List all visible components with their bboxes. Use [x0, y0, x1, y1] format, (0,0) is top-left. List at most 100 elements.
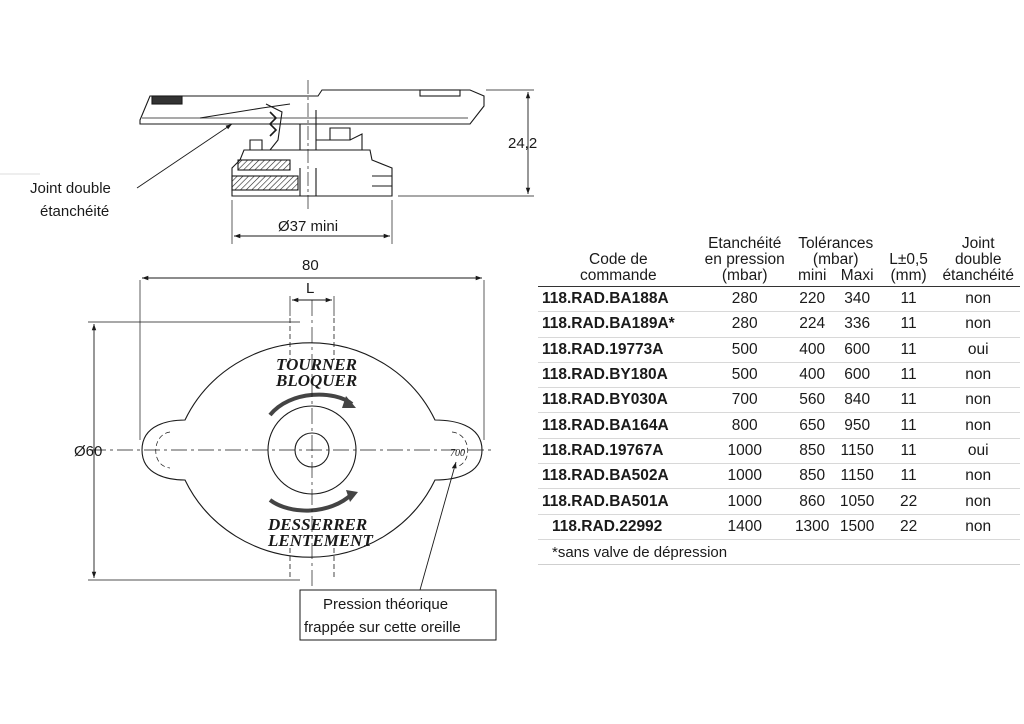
cell-code: 118.RAD.BA189A* [538, 311, 699, 338]
l-dimension: L [306, 280, 314, 297]
header-joint: Joint double étanchéité [936, 236, 1020, 287]
cell-joint: non [936, 362, 1020, 389]
header-tolerance-line2: (mbar) [812, 251, 859, 268]
cell-min: 860 [790, 488, 834, 515]
cell-length: 11 [880, 311, 937, 338]
table-row: 118.RAD.BY180A 500 400 600 11 non [538, 362, 1020, 389]
cell-max: 840 [833, 387, 881, 414]
cell-length: 11 [880, 286, 937, 313]
table-row: 118.RAD.BA189A* 280 224 336 11 non [538, 311, 1020, 338]
cell-joint: non [936, 463, 1020, 490]
ear-pressure-stamp: 700 [450, 448, 465, 459]
table-row: 118.RAD.19767A 1000 850 1150 11 oui [538, 438, 1020, 465]
side-view [0, 80, 534, 244]
cell-length: 22 [880, 514, 937, 540]
cap-text-lock: BLOQUER [275, 371, 357, 390]
cell-length: 11 [880, 362, 937, 389]
cell-max: 1500 [833, 514, 881, 540]
specification-table: Code de commande Etanchéité en pression … [538, 236, 1020, 566]
cell-min: 650 [790, 412, 834, 439]
cell-pressure: 280 [698, 286, 791, 313]
cell-pressure: 1000 [698, 463, 791, 490]
callout-line1: Pression théorique [323, 596, 448, 613]
cell-pressure: 1000 [698, 488, 791, 515]
cell-code: 118.RAD.19767A [538, 438, 699, 465]
cell-code: 118.RAD.BY030A [538, 387, 699, 414]
header-code: Code de commande [538, 236, 699, 287]
table-row: 118.RAD.BA501A 1000 860 1050 22 non [538, 488, 1020, 515]
cell-joint: non [936, 514, 1020, 540]
joint-label-line2: étanchéité [40, 203, 109, 220]
cell-joint: oui [936, 438, 1020, 465]
header-tolerance: Tolérances (mbar) [791, 236, 881, 268]
cell-max: 1150 [833, 438, 881, 465]
cell-joint: non [936, 412, 1020, 439]
header-length-line1: L±0,5 [889, 251, 928, 268]
table-footnote-row: *sans valve de dépression [538, 539, 1020, 566]
header-code-line2: commande [579, 267, 657, 284]
cell-length: 11 [880, 438, 937, 465]
cell-pressure: 700 [698, 387, 791, 414]
header-pressure: Etanchéité en pression (mbar) [698, 235, 791, 287]
cell-min: 220 [790, 286, 834, 313]
cell-length: 11 [880, 337, 937, 363]
table-row: 118.RAD.BA164A 800 650 950 11 non [538, 412, 1020, 439]
joint-label-line1: Joint double [30, 180, 111, 197]
cap-text-slowly: LENTEMENT [267, 531, 373, 550]
cell-pressure: 500 [698, 337, 791, 363]
cell-code: 118.RAD.BY180A [538, 362, 699, 389]
cell-joint: non [936, 387, 1020, 414]
cell-min: 224 [790, 311, 834, 338]
cell-max: 950 [833, 412, 881, 439]
cell-max: 600 [833, 337, 881, 363]
cell-pressure: 800 [698, 412, 791, 439]
cell-max: 336 [833, 311, 881, 338]
header-joint-line3: étanchéité [942, 267, 1014, 284]
header-tol-max: Maxi [833, 268, 881, 287]
cell-code: 118.RAD.BA164A [538, 412, 699, 439]
cell-min: 850 [790, 463, 834, 490]
cap-text-turn: TOURNER [276, 355, 357, 374]
header-length-line2: (mm) [890, 267, 927, 284]
table-footnote: *sans valve de dépression [538, 539, 1020, 566]
header-length: L±0,5 (mm) [880, 236, 937, 287]
cell-code: 118.RAD.BA501A [538, 488, 699, 515]
table-row: 118.RAD.BA188A 280 220 340 11 non [538, 286, 1020, 313]
header-tol-min: mini [790, 268, 834, 287]
cell-code: 118.RAD.22992 [538, 514, 699, 540]
header-tolerance-line1: Tolérances [798, 235, 874, 252]
header-pressure-line2: en pression [704, 251, 785, 268]
cell-min: 850 [790, 438, 834, 465]
cell-min: 1300 [790, 514, 834, 540]
top-view [88, 275, 497, 641]
cell-length: 11 [880, 463, 937, 490]
cell-max: 340 [833, 286, 881, 313]
cell-code: 118.RAD.19773A [538, 337, 699, 363]
cell-code: 118.RAD.BA502A [538, 463, 699, 490]
cell-code: 118.RAD.BA188A [538, 286, 699, 313]
cell-pressure: 1400 [698, 514, 791, 540]
cell-joint: non [936, 311, 1020, 338]
cell-min: 400 [790, 337, 834, 363]
cell-length: 11 [880, 412, 937, 439]
cell-max: 1050 [833, 488, 881, 515]
cap-text-loosen: DESSERRER [267, 515, 367, 534]
cell-joint: non [936, 488, 1020, 515]
height-dimension: 24,2 [508, 135, 537, 152]
cell-length: 22 [880, 488, 937, 515]
cell-length: 11 [880, 387, 937, 414]
width-dimension: 80 [302, 257, 319, 274]
table-subheader-row: mini Maxi [538, 268, 1020, 287]
table-header-row: Code de commande Etanchéité en pression … [538, 236, 1020, 287]
table-row: 118.RAD.22992 1400 1300 1500 22 non [538, 514, 1020, 540]
cell-min: 400 [790, 362, 834, 389]
cell-pressure: 280 [698, 311, 791, 338]
cell-max: 1150 [833, 463, 881, 490]
header-pressure-line1: Etanchéité [708, 235, 782, 252]
callout-line2: frappée sur cette oreille [304, 619, 461, 636]
cell-pressure: 500 [698, 362, 791, 389]
cell-joint: non [936, 286, 1020, 313]
cell-pressure: 1000 [698, 438, 791, 465]
table-row: 118.RAD.BA502A 1000 850 1150 11 non [538, 463, 1020, 490]
